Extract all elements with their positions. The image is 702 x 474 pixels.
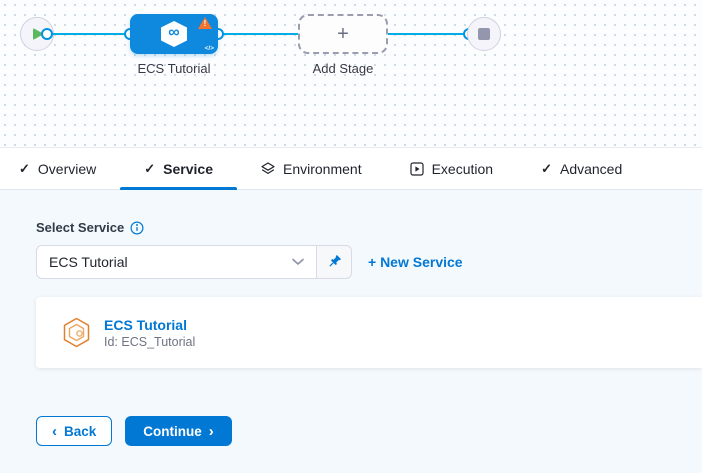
- execution-icon: [409, 161, 424, 176]
- chevron-left-icon: ‹: [52, 422, 57, 440]
- environment-icon: [261, 161, 275, 176]
- add-stage-button[interactable]: +: [298, 14, 388, 54]
- code-brackets-icon: </>: [204, 45, 214, 52]
- pipeline-end-node[interactable]: [467, 17, 501, 51]
- tab-overview[interactable]: ✓ Overview: [0, 148, 120, 189]
- service-card-title[interactable]: ECS Tutorial: [104, 316, 187, 333]
- continue-button[interactable]: Continue ›: [125, 416, 232, 446]
- back-button-label: Back: [64, 423, 97, 439]
- service-select-dropdown[interactable]: ECS Tutorial: [36, 245, 317, 279]
- tab-advanced[interactable]: ✓ Advanced: [517, 148, 646, 189]
- tab-environment[interactable]: Environment: [237, 148, 386, 189]
- chevron-right-icon: ›: [208, 422, 214, 440]
- service-card[interactable]: ECS Tutorial Id: ECS_Tutorial: [36, 297, 702, 368]
- continue-button-label: Continue: [143, 423, 202, 439]
- service-tab-content: Select Service ECS Tutorial: [0, 190, 702, 473]
- tab-label: Service: [163, 160, 213, 177]
- new-service-link[interactable]: + New Service: [368, 254, 463, 270]
- pin-icon: [326, 254, 342, 270]
- chevron-down-icon: [292, 258, 304, 266]
- check-icon: ✓: [144, 161, 156, 176]
- pipeline-edge: [220, 33, 300, 35]
- stop-square-icon: [478, 28, 490, 40]
- check-icon: ✓: [19, 161, 30, 176]
- check-icon: ✓: [541, 161, 552, 176]
- info-icon[interactable]: [130, 220, 144, 235]
- tab-label: Advanced: [559, 160, 623, 177]
- tab-label: Environment: [283, 160, 362, 177]
- tab-execution[interactable]: Execution: [386, 148, 517, 189]
- tab-label: Execution: [431, 160, 494, 177]
- plus-icon: +: [337, 22, 349, 45]
- pipeline-edge: [388, 33, 466, 35]
- stage-tabs: ✓ Overview ✓ Service Environment: [0, 148, 702, 190]
- tab-service[interactable]: ✓ Service: [120, 148, 237, 190]
- footer-buttons: ‹ Back Continue ›: [36, 416, 702, 446]
- harness-infinity-icon: ∞: [168, 24, 180, 41]
- service-hexagon-icon: [62, 317, 91, 348]
- cd-stage-hexagon-icon: ∞: [161, 21, 187, 47]
- stage-node-ecs-tutorial[interactable]: ∞ ! </>: [130, 14, 218, 54]
- service-card-id: Id: ECS_Tutorial: [104, 334, 196, 349]
- pin-service-button[interactable]: [317, 245, 352, 279]
- pipeline-edge: [47, 33, 131, 35]
- service-select-value: ECS Tutorial: [49, 254, 128, 270]
- stage-node-label: ECS Tutorial: [137, 61, 211, 76]
- pipeline-canvas[interactable]: ∞ ! </> ECS Tutorial + Add Stage: [0, 0, 702, 148]
- select-service-label: Select Service: [36, 220, 125, 235]
- play-icon: [33, 28, 44, 40]
- tab-label: Overview: [37, 160, 97, 177]
- warning-triangle-icon: !: [198, 17, 212, 29]
- edge-connector-dot: [41, 28, 53, 40]
- add-stage-label: Add Stage: [312, 61, 374, 76]
- back-button[interactable]: ‹ Back: [36, 416, 113, 446]
